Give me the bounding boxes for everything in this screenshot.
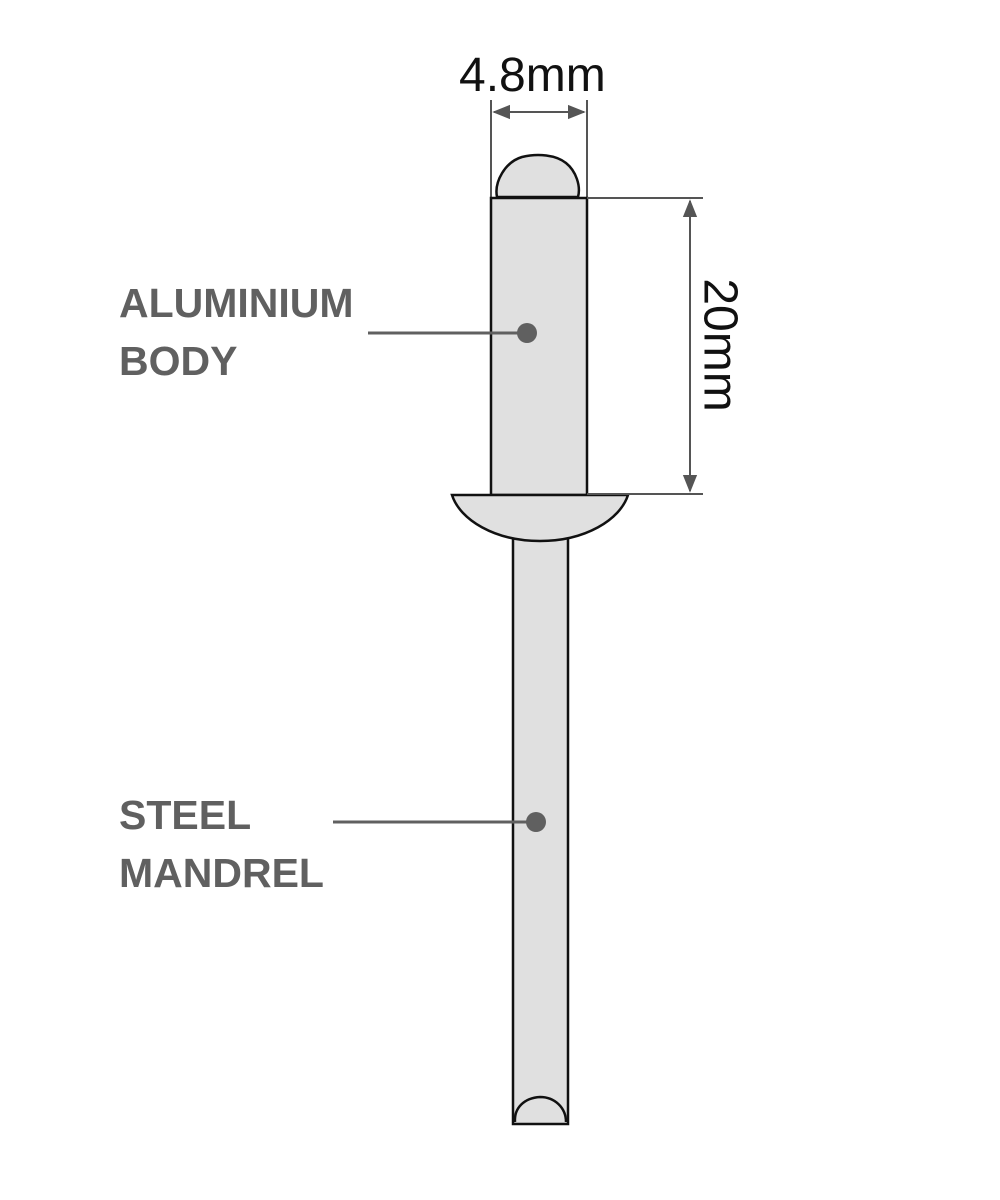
mandrel-leader-dot xyxy=(526,812,546,832)
length-dimension-label: 20mm xyxy=(693,278,747,412)
aluminium-body-label: ALUMINIUM BODY xyxy=(119,274,354,390)
aluminium-body-label-line1: ALUMINIUM xyxy=(119,280,354,326)
body-leader-dot xyxy=(517,323,537,343)
steel-mandrel-label: STEEL MANDREL xyxy=(119,786,324,902)
width-dimension-label: 4.8mm xyxy=(459,49,606,102)
aluminium-body xyxy=(489,196,589,497)
rivet-flange xyxy=(450,493,630,543)
steel-mandrel-label-line1: STEEL xyxy=(119,792,252,838)
mandrel-end xyxy=(513,1095,568,1123)
steel-mandrel-label-line2: MANDREL xyxy=(119,850,324,896)
mandrel-tip xyxy=(495,153,581,199)
aluminium-body-label-line2: BODY xyxy=(119,338,238,384)
